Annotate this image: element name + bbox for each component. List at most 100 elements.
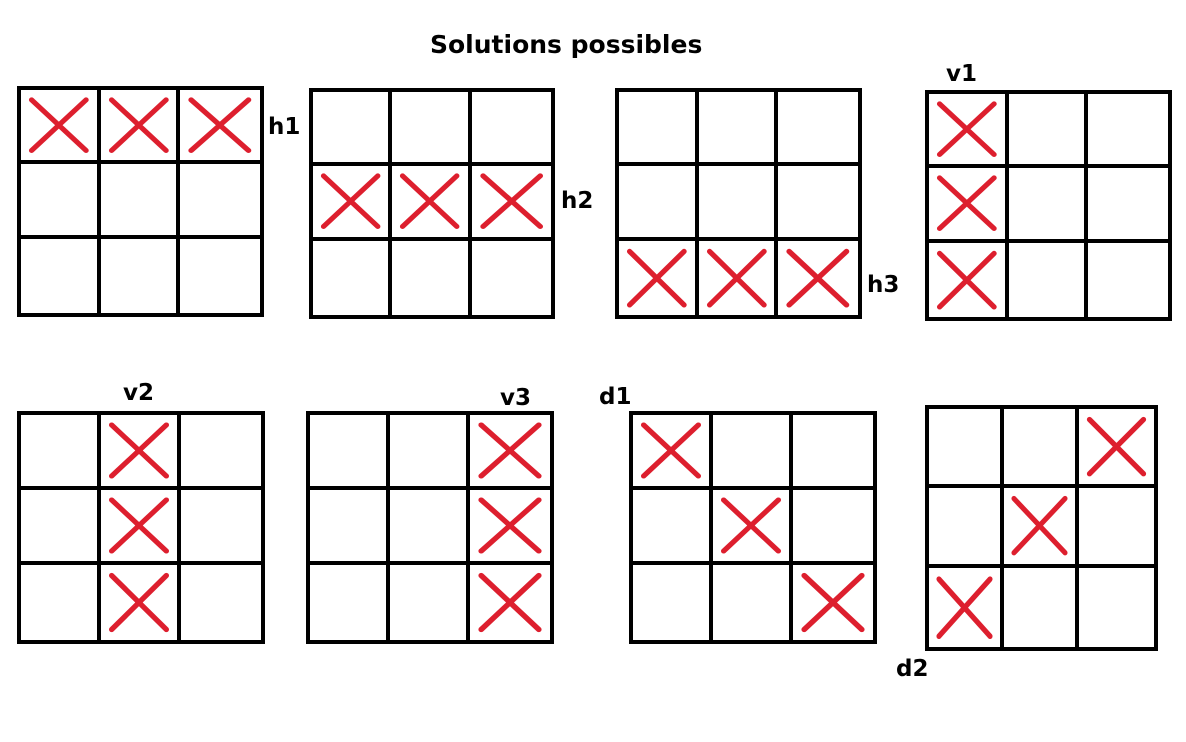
x-mark-icon [801, 572, 865, 633]
x-mark-stroke [478, 572, 542, 633]
grid-cell [619, 92, 699, 167]
grid-cell [713, 415, 793, 490]
grid-cell [713, 490, 793, 565]
grid-cell [21, 490, 101, 565]
x-mark-stroke [626, 248, 687, 308]
x-mark-stroke [720, 497, 782, 554]
grid-cell [1079, 568, 1154, 647]
grid-h3 [615, 88, 862, 319]
grid-cell [313, 240, 393, 315]
x-mark-icon [936, 101, 997, 157]
grid-cell [633, 415, 713, 490]
grid-v3 [306, 411, 554, 644]
x-mark-stroke [28, 97, 89, 153]
x-mark-icon [108, 572, 170, 633]
grid-cell [100, 90, 181, 165]
x-mark-icon [478, 572, 542, 633]
x-mark-stroke [801, 572, 865, 633]
grid-cell [633, 565, 713, 640]
grid-v1 [925, 90, 1172, 321]
grid-cell [390, 415, 470, 490]
grid-cell [793, 490, 873, 565]
grid-cell [101, 565, 181, 640]
x-mark-icon [28, 97, 89, 153]
grid-d2 [925, 405, 1158, 651]
grid-cell [180, 90, 260, 165]
grid-cell [1079, 409, 1154, 489]
grid-cell [310, 415, 390, 490]
grid-cell [1004, 488, 1079, 568]
x-mark-stroke [936, 101, 997, 157]
x-mark-icon [478, 422, 542, 479]
x-mark-icon [400, 173, 460, 230]
grid-cell [181, 565, 261, 640]
x-mark-icon [1086, 416, 1147, 477]
grid-cell [100, 164, 181, 239]
grid-cell [1079, 488, 1154, 568]
grid-d1 [629, 411, 877, 644]
grid-v2 [17, 411, 265, 644]
grid-cell [101, 238, 181, 313]
x-mark-icon [188, 97, 252, 153]
x-mark-stroke [479, 173, 543, 230]
grid-cell [313, 92, 393, 167]
grid-h2 [309, 88, 555, 319]
grid-label-v3: v3 [500, 385, 531, 411]
x-mark-stroke [108, 97, 169, 153]
grid-label-d2: d2 [896, 656, 929, 682]
grid-cell [470, 415, 550, 490]
x-mark-icon [479, 173, 543, 230]
x-mark-icon [1011, 496, 1068, 556]
grid-cell [929, 409, 1004, 489]
grid-cell [619, 240, 699, 315]
grid-cell [21, 164, 101, 239]
grid-cell [181, 415, 261, 490]
grid-cell [698, 92, 779, 167]
grid-cell [471, 92, 551, 167]
grid-label-d1: d1 [599, 384, 632, 410]
grid-cell [619, 166, 699, 241]
grid-cell [470, 565, 550, 640]
grid-cell [793, 565, 873, 640]
grid-cell [180, 164, 260, 239]
grid-cell [699, 240, 779, 315]
x-mark-stroke [478, 422, 542, 479]
grid-cell [1004, 409, 1079, 489]
grid-cell [390, 565, 470, 640]
x-mark-icon [720, 497, 782, 554]
x-mark-icon [108, 422, 170, 479]
x-mark-icon [936, 575, 993, 639]
grid-cell [21, 90, 101, 165]
grid-label-v1: v1 [946, 61, 977, 87]
grid-label-h1: h1 [268, 114, 301, 140]
grid-cell [471, 166, 551, 241]
grid-cell [713, 565, 793, 640]
x-mark-stroke [478, 497, 542, 554]
grid-cell [392, 92, 472, 167]
grid-cell [929, 94, 1009, 169]
grid-cell [778, 241, 858, 315]
grid-cell [101, 415, 181, 490]
grid-cell [778, 166, 858, 241]
x-mark-stroke [640, 422, 702, 479]
grid-cell [313, 166, 393, 241]
grid-cell [392, 166, 472, 241]
x-mark-stroke [108, 572, 170, 633]
x-mark-icon [936, 175, 997, 232]
grid-cell [21, 415, 101, 490]
x-mark-icon [936, 250, 997, 310]
grid-cell [1088, 94, 1168, 169]
x-mark-icon [478, 497, 542, 554]
grid-cell [1008, 168, 1089, 243]
x-mark-stroke [786, 248, 850, 308]
x-mark-icon [640, 422, 702, 479]
grid-cell [793, 415, 873, 490]
grid-cell [180, 239, 260, 313]
grid-cell [21, 238, 101, 313]
grid-cell [472, 241, 551, 315]
grid-cell [310, 565, 390, 640]
x-mark-icon [706, 248, 767, 308]
x-mark-icon [786, 248, 850, 308]
x-mark-icon [108, 497, 170, 554]
grid-cell [1088, 168, 1168, 243]
